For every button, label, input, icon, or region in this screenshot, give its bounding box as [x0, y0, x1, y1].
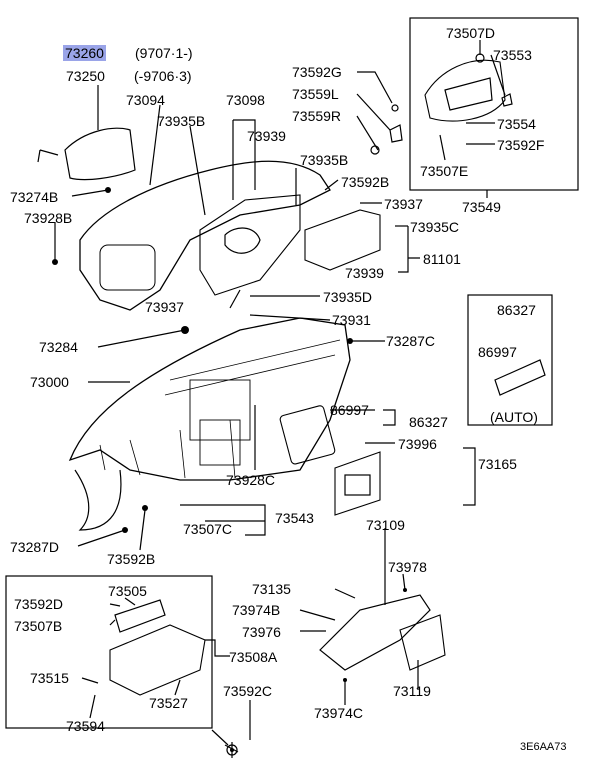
callout-73592B-a: 73592B: [341, 174, 390, 190]
callout-73935B-b: 73935B: [300, 152, 349, 168]
callout-73109: 73109: [366, 517, 405, 533]
callout-86327-b: 86327: [409, 414, 448, 430]
callout-73553: 73553: [493, 47, 532, 63]
callout-73935B-a: 73935B: [157, 113, 206, 129]
callout-73974C: 73974C: [314, 705, 364, 721]
callout-73287C: 73287C: [386, 333, 436, 349]
box-lower-glovebox-group: [5, 575, 213, 729]
callout-73931: 73931: [332, 312, 371, 328]
callout-73507B: 73507B: [14, 618, 63, 634]
alt-part-number: 73250: [66, 68, 105, 84]
callout-73594: 73594: [66, 718, 105, 734]
callout-73543: 73543: [275, 510, 314, 526]
callout-73549: 73549: [462, 199, 501, 215]
meter-hood-outline: [79, 160, 331, 311]
callout-73928B: 73928B: [24, 210, 73, 226]
callout-73135: 73135: [252, 581, 291, 597]
cover-73260: [64, 127, 136, 181]
callout-86997-b: 86997: [330, 402, 369, 418]
callout-73559L: 73559L: [292, 86, 339, 102]
diagram-code: 3E6AA73: [520, 741, 567, 753]
callout-73592F: 73592F: [497, 137, 545, 153]
callout-73507D: 73507D: [446, 25, 496, 41]
box-auto-ac-panel: [467, 294, 553, 426]
callout-73937-b: 73937: [145, 299, 184, 315]
callout-73939-a: 73939: [247, 128, 286, 144]
callout-81101: 81101: [423, 251, 461, 267]
callout-73515: 73515: [30, 670, 69, 686]
instrument-panel-outline: [68, 317, 351, 481]
callout-86997-a: 86997: [478, 344, 517, 360]
callout-73935D: 73935D: [323, 289, 373, 305]
callout-73505: 73505: [108, 583, 147, 599]
highlighted-part-number: 73260: [63, 45, 106, 61]
highlighted-part-text: 73260: [63, 45, 106, 61]
box-glovebox-lid-group: [409, 17, 579, 191]
callout-73559R: 73559R: [292, 108, 342, 124]
callout-73287D: 73287D: [10, 539, 60, 555]
callout-73592D: 73592D: [14, 596, 64, 612]
callout-73507C: 73507C: [183, 521, 233, 537]
callout-auto: (AUTO): [490, 409, 538, 425]
callout-73507E: 73507E: [420, 163, 469, 179]
callout-86327-a: 86327: [497, 302, 536, 318]
callout-73974B: 73974B: [232, 602, 281, 618]
callout-73274B: 73274B: [10, 189, 59, 205]
callout-73592B-b: 73592B: [107, 551, 156, 567]
callout-73119: 73119: [393, 683, 431, 699]
callout-73978: 73978: [388, 559, 427, 575]
callout-73928C: 73928C: [226, 472, 276, 488]
callout-73937-a: 73937: [384, 196, 423, 212]
callout-73284: 73284: [39, 339, 78, 355]
callout-73554: 73554: [497, 116, 536, 132]
callout-73976: 73976: [242, 624, 281, 640]
callout-73508A: 73508A: [229, 649, 278, 665]
callout-73527: 73527: [149, 695, 188, 711]
callout-73592G: 73592G: [292, 64, 342, 80]
callout-73996: 73996: [398, 436, 437, 452]
callout-73098: 73098: [226, 92, 265, 108]
alt-part-note: (-9706·3): [134, 68, 192, 84]
callout-73165: 73165: [478, 456, 517, 472]
instrument-panel-end: [74, 469, 122, 531]
highlighted-part-note: (9707·1-): [135, 45, 193, 61]
callout-73000: 73000: [30, 374, 69, 390]
callout-73592C: 73592C: [223, 683, 273, 699]
callout-73094: 73094: [126, 92, 165, 108]
callout-73939-b: 73939: [345, 265, 384, 281]
fastener-marks: [52, 187, 407, 752]
callout-73935C: 73935C: [410, 219, 460, 235]
